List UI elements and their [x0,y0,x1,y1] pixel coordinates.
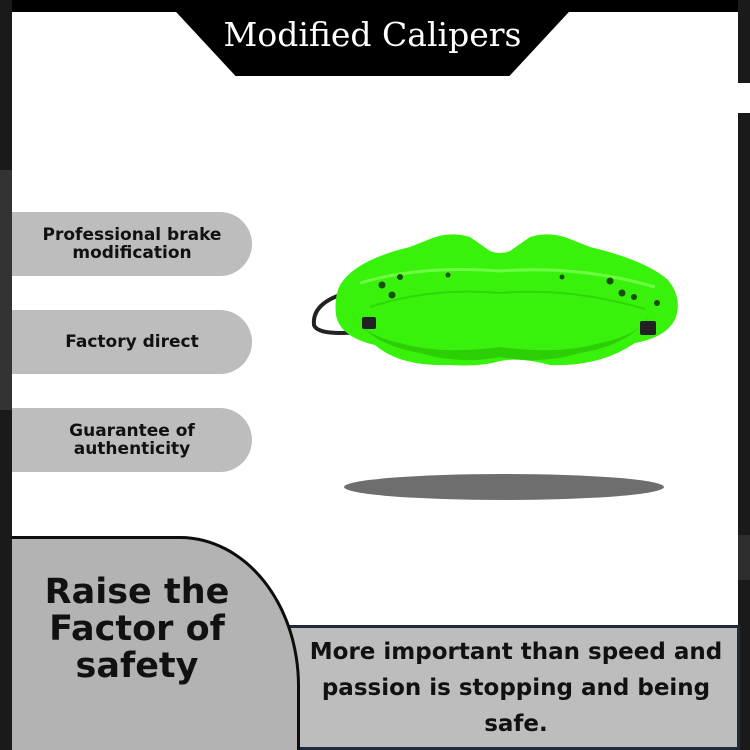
caliper-shadow [344,474,664,500]
left-edge-band [0,170,12,410]
page-title: Modified Calipers [223,15,522,54]
feature-label: Factory direct [65,332,199,352]
slogan-heading: Raise the Factor of safety [44,572,230,686]
feature-tab-authenticity: Guarantee of authenticity [12,408,252,472]
feature-label: Professional brake modification [42,225,222,263]
feature-tab-professional: Professional brake modification [12,212,252,276]
right-edge-strip [738,83,750,113]
brake-caliper-image [311,234,678,366]
info-text: More important than speed and passion is… [309,639,723,737]
feature-tab-factory: Factory direct [12,310,252,374]
title-banner [165,0,580,76]
slogan-panel [12,536,300,750]
right-edge-band [738,535,750,580]
feature-label: Guarantee of authenticity [69,421,195,459]
